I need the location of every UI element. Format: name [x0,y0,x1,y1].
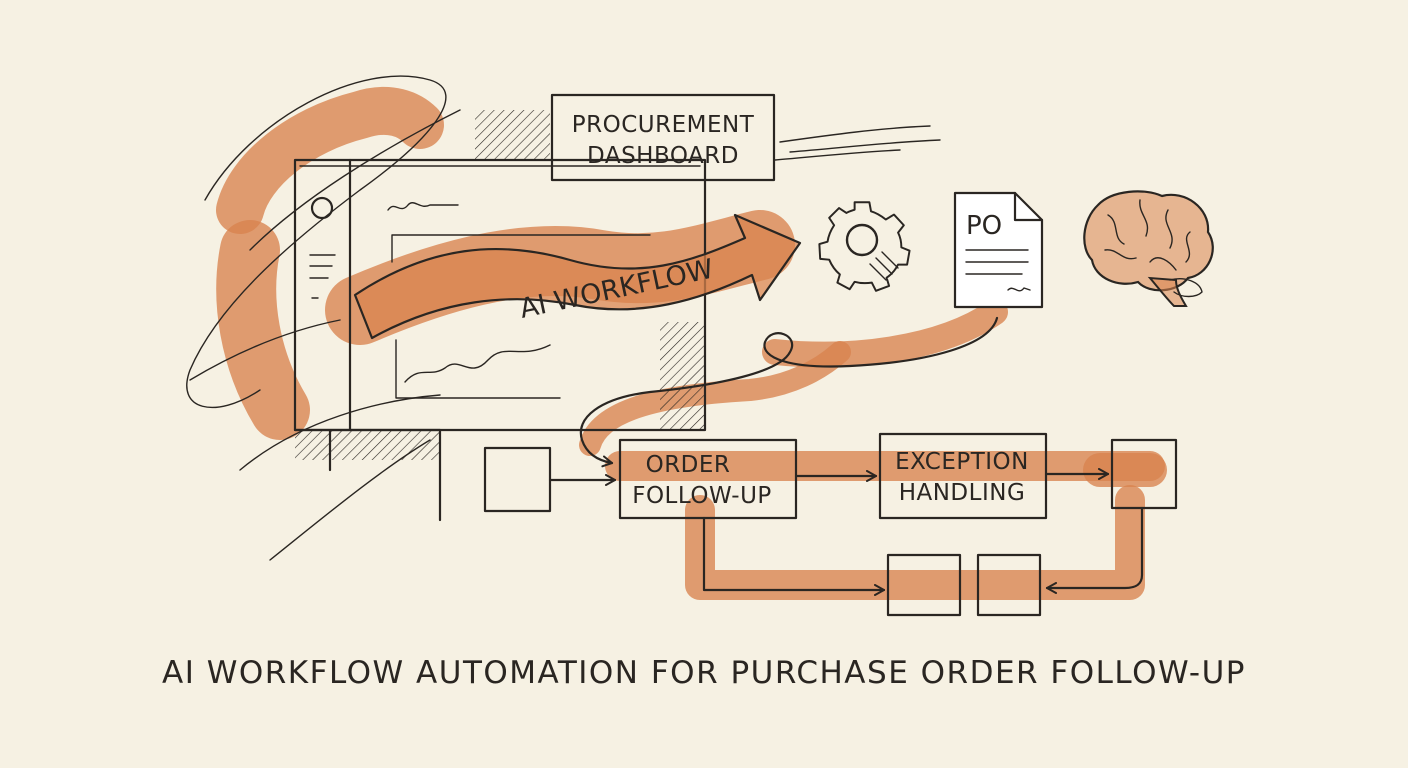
po-to-followup-connector [579,316,999,468]
start-node [483,446,552,513]
dashboard-label-box: PROCUREMENT DASHBOARD [550,93,776,182]
gear-icon [818,201,911,292]
order-followup-box: ORDER FOLLOW-UP [618,438,798,520]
diagram-caption: AI WORKFLOW AUTOMATION FOR PURCHASE ORDE… [162,655,1246,691]
exception-handling-label-line1: EXCEPTION [895,449,1029,475]
dashboard-label-line1: PROCUREMENT [572,112,755,138]
exception-handling-label-line2: HANDLING [899,480,1026,506]
order-followup-label-line2: FOLLOW-UP [632,483,772,509]
document-icon: PO [953,191,1044,309]
end-node [1110,438,1178,510]
order-followup-label-line1: ORDER [646,452,731,478]
loop-node-left [886,553,962,617]
loop-node-right [976,553,1042,617]
brain-icon [1083,190,1214,307]
po-label: PO [966,211,1002,241]
process-flow: ORDER FOLLOW-UP EXCEPTION HANDLING [483,432,1178,617]
exception-handling-box: EXCEPTION HANDLING [878,432,1048,520]
dashboard-window-sketch [293,110,707,522]
dashboard-label-line2: DASHBOARD [587,143,739,169]
decorative-scribbles [186,75,941,561]
